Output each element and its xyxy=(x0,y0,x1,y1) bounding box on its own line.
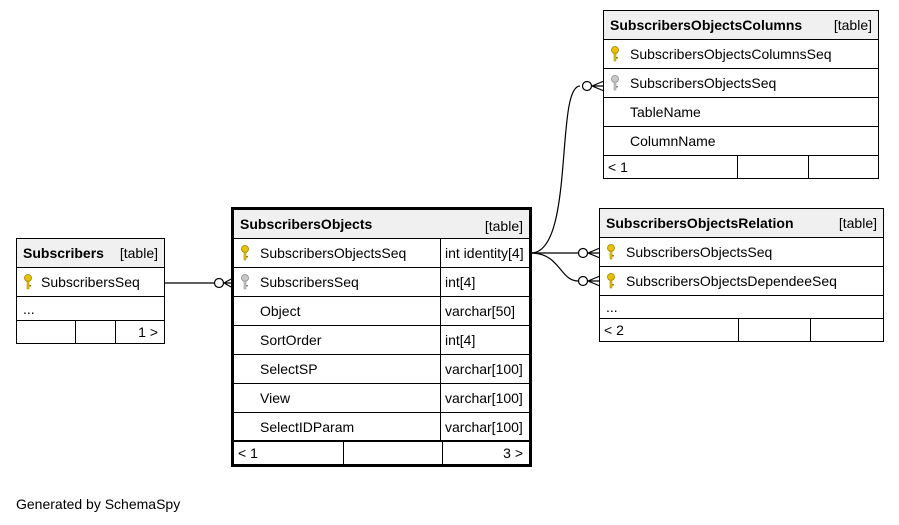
more-columns-row: ... xyxy=(17,297,164,321)
column-row[interactable]: SelectIDParam varchar[100] xyxy=(234,413,529,442)
column-type: varchar[50] xyxy=(440,297,529,325)
footer-children[interactable]: 1 > xyxy=(138,324,158,340)
column-type: int[4] xyxy=(440,326,529,354)
rel-objects-to-relation-2 xyxy=(530,252,579,282)
column-row[interactable]: TableName xyxy=(604,98,878,127)
table-header: SubscribersObjectsColumns [table] xyxy=(604,11,878,40)
column-type: int identity[4] xyxy=(440,239,529,267)
table-footer: < 2 xyxy=(600,319,883,341)
column-type: varchar[100] xyxy=(440,384,529,412)
table-name: Subscribers xyxy=(23,245,104,261)
footer-mid xyxy=(738,156,809,178)
column-row[interactable]: Object varchar[50] xyxy=(234,297,529,326)
footer-parents[interactable]: < 2 xyxy=(600,319,739,341)
column-row[interactable]: SubscribersSeq int[4] xyxy=(234,268,529,297)
table-kind: [table] xyxy=(119,245,158,261)
no-key-spacer xyxy=(234,413,256,440)
column-type: varchar[100] xyxy=(440,413,529,440)
column-name: SelectIDParam xyxy=(260,418,355,435)
no-key-spacer xyxy=(234,326,256,354)
table-name: SubscribersObjectsRelation xyxy=(606,215,794,231)
table-subscribers-objects-columns[interactable]: SubscribersObjectsColumns [table] Subscr… xyxy=(603,10,879,179)
no-key-spacer xyxy=(604,127,626,155)
key-gold-icon xyxy=(600,238,622,266)
footer-mid xyxy=(344,442,443,464)
footer-parents[interactable]: < 1 xyxy=(604,156,738,178)
column-name: SubscribersObjectsDependeeSeq xyxy=(626,273,837,289)
footer-mid xyxy=(739,319,811,341)
table-footer: 1 > xyxy=(17,321,164,343)
column-row[interactable]: View varchar[100] xyxy=(234,384,529,413)
table-subscribers-objects[interactable]: SubscribersObjects [table] SubscribersOb… xyxy=(231,207,532,467)
more-columns-row: ... xyxy=(600,296,883,319)
column-name: SubscribersObjectsSeq xyxy=(260,245,407,261)
rel-objects-to-columns xyxy=(530,85,581,254)
column-row[interactable]: SelectSP varchar[100] xyxy=(234,355,529,384)
no-key-spacer xyxy=(234,384,256,412)
footer-parents[interactable]: < 1 xyxy=(234,442,344,464)
footer-children[interactable]: 3 > xyxy=(503,445,523,461)
column-name: Object xyxy=(260,303,301,319)
column-row[interactable]: ColumnName xyxy=(604,127,878,156)
table-name: SubscribersObjects xyxy=(240,216,373,232)
rel-zero-marker xyxy=(581,80,593,92)
no-key-spacer xyxy=(234,297,256,325)
column-name: TableName xyxy=(630,104,701,120)
column-row[interactable]: SubscribersObjectsSeq xyxy=(604,69,878,98)
footer-children xyxy=(809,156,878,178)
rel-zero-marker xyxy=(213,277,225,289)
table-subscribers-objects-relation[interactable]: SubscribersObjectsRelation [table] Subsc… xyxy=(599,208,884,342)
no-key-spacer xyxy=(604,98,626,126)
column-name: ColumnName xyxy=(630,133,716,149)
column-row[interactable]: SortOrder int[4] xyxy=(234,326,529,355)
table-kind: [table] xyxy=(484,218,523,234)
table-header: Subscribers [table] xyxy=(17,239,164,268)
key-gray-icon xyxy=(234,268,256,296)
column-name: SubscribersObjectsSeq xyxy=(626,244,773,260)
generated-by-note: Generated by SchemaSpy xyxy=(16,496,181,512)
footer-children xyxy=(811,319,883,341)
column-name: SubscribersObjectsSeq xyxy=(630,75,777,91)
column-name: SelectSP xyxy=(260,361,318,377)
column-type: varchar[100] xyxy=(440,355,529,383)
rel-crowfoot xyxy=(587,275,601,287)
table-footer: < 1 3 > xyxy=(234,442,529,464)
footer-parents xyxy=(17,321,76,343)
column-name: SortOrder xyxy=(260,332,322,348)
column-name: SubscribersObjectsColumnsSeq xyxy=(630,46,832,62)
key-gold-icon xyxy=(234,239,256,267)
column-row[interactable]: SubscribersObjectsSeq int identity[4] xyxy=(234,239,529,268)
key-gold-icon xyxy=(17,268,39,296)
table-kind: [table] xyxy=(838,215,877,231)
key-gold-icon xyxy=(604,40,626,68)
rel-zero-marker xyxy=(577,247,589,259)
rel-zero-marker xyxy=(577,275,589,287)
column-row[interactable]: SubscribersObjectsSeq xyxy=(600,238,883,267)
key-gold-icon xyxy=(600,267,622,295)
table-header: SubscribersObjects [table] xyxy=(234,210,529,239)
ellipsis: ... xyxy=(606,299,618,315)
rel-crowfoot xyxy=(587,247,601,259)
no-key-spacer xyxy=(234,355,256,383)
column-row[interactable]: SubscribersObjectsDependeeSeq xyxy=(600,267,883,296)
column-row[interactable]: SubscribersObjectsColumnsSeq xyxy=(604,40,878,69)
table-name: SubscribersObjectsColumns xyxy=(610,17,803,33)
footer-mid xyxy=(76,321,116,343)
column-type: int[4] xyxy=(440,268,529,296)
column-row[interactable]: SubscribersSeq xyxy=(17,268,164,297)
table-kind: [table] xyxy=(833,17,872,33)
column-name: SubscribersSeq xyxy=(260,274,359,290)
key-gray-icon xyxy=(604,69,626,97)
rel-crowfoot xyxy=(591,80,605,92)
table-header: SubscribersObjectsRelation [table] xyxy=(600,209,883,238)
table-footer: < 1 xyxy=(604,156,878,178)
ellipsis: ... xyxy=(23,300,35,317)
column-name: SubscribersSeq xyxy=(41,274,140,290)
table-subscribers[interactable]: Subscribers [table] SubscribersSeq ... 1… xyxy=(16,238,165,344)
column-name: View xyxy=(260,390,291,406)
